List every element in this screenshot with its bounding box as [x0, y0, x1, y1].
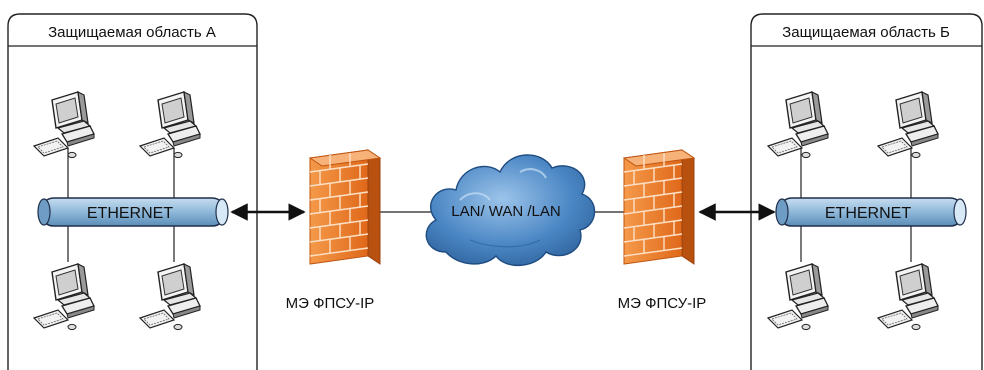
ethernet-label: ETHERNET	[87, 205, 173, 222]
firewall-icon	[623, 149, 695, 265]
ethernet-label: ETHERNET	[825, 205, 911, 222]
zone-b-title: Защищаемая область Б	[782, 24, 950, 41]
ethernet-bus-a: ETHERNET	[37, 197, 229, 227]
computer-icon	[877, 263, 939, 331]
firewall-a-label: МЭ ФПСУ-IP	[286, 295, 375, 312]
firewall-icon	[309, 149, 381, 265]
protected-zone-b: Защищаемая область Б	[750, 13, 983, 370]
computer-icon	[139, 263, 201, 331]
computer-icon	[33, 91, 95, 159]
ethernet-bus-b: ETHERNET	[775, 197, 967, 227]
protected-zone-a: Защищаемая область А	[7, 13, 258, 370]
cloud-icon: LAN/ WAN /LAN	[425, 154, 596, 267]
computer-icon	[33, 263, 95, 331]
computer-icon	[767, 263, 829, 331]
firewall-b-label: МЭ ФПСУ-IP	[618, 295, 707, 312]
computer-icon	[877, 91, 939, 159]
computer-icon	[767, 91, 829, 159]
cloud-label: LAN/ WAN /LAN	[451, 203, 560, 220]
zone-a-title: Защищаемая область А	[48, 24, 216, 41]
computer-icon	[139, 91, 201, 159]
